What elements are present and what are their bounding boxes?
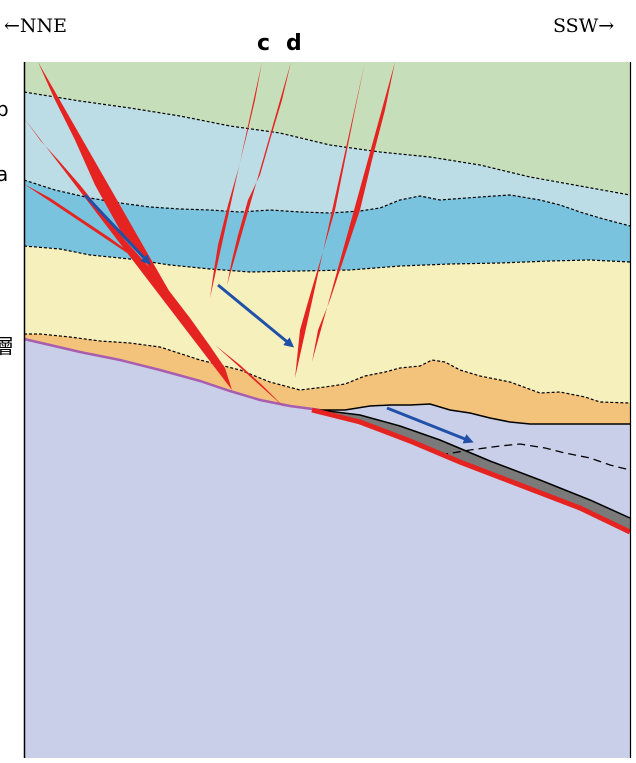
layer-boundaries (23, 91, 631, 404)
faults-solid (24, 62, 291, 390)
fault-inferred-4 (312, 62, 395, 362)
fault-label-c: c (257, 31, 270, 56)
boundary-top-b (23, 91, 631, 196)
fault-a (24, 184, 160, 275)
fault-inferred-3 (295, 62, 365, 378)
faults-dashed (38, 62, 395, 408)
basement (24, 339, 630, 758)
layer-orange (24, 334, 630, 424)
direction-right-label: SSW→ (553, 15, 614, 37)
layer-b (24, 92, 630, 226)
unconformity-contact (23, 337, 321, 412)
shear-top-boundary (319, 409, 631, 519)
fault-b (24, 118, 232, 390)
motion-arrows (83, 193, 474, 444)
wedge (320, 404, 630, 518)
side-label: 層 (0, 334, 14, 358)
layer-mid (24, 246, 630, 403)
fault-label-d: d (286, 31, 302, 56)
detachment-fault (311, 407, 632, 535)
fault-c (210, 62, 262, 298)
motion-arrow-1 (83, 193, 151, 265)
motion-arrow-3 (386, 406, 474, 444)
motion-arrow-2 (217, 283, 295, 348)
wedge-top-boundary (320, 403, 630, 425)
layer-a (24, 180, 630, 272)
fault-inferred-1 (38, 62, 180, 310)
boundary-mid-orange (24, 333, 631, 404)
fault-d (227, 62, 291, 285)
fault-label-a: a (0, 162, 8, 186)
direction-left-label: ←NNE (4, 15, 67, 37)
fault-label-b: b (0, 97, 9, 121)
boundary-a-mid (23, 245, 631, 273)
layer-top (24, 62, 630, 195)
fault-inferred-2 (215, 345, 285, 408)
wedge-internal-dashed (439, 443, 631, 471)
